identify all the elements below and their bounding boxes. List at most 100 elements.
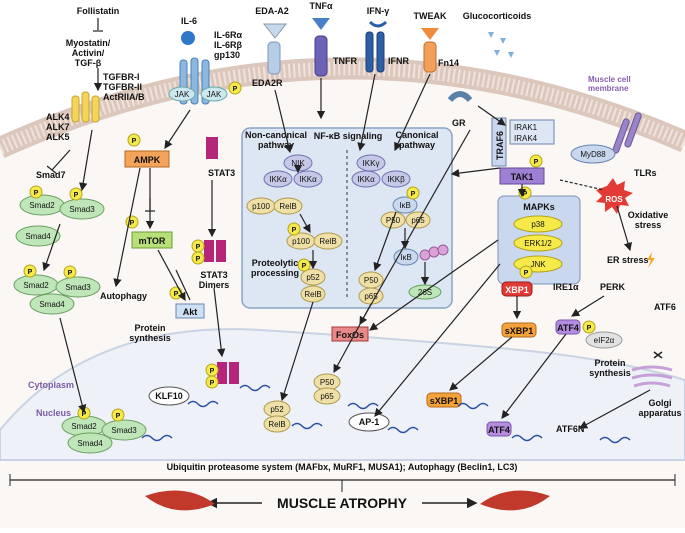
tlr-receptor: [612, 112, 642, 154]
jak1-label: JAK: [175, 90, 190, 99]
smad4-node-1: [15, 225, 61, 247]
phospho-badge-label: P: [233, 86, 238, 93]
ikb-label-1: IκB: [399, 201, 411, 210]
p65-label-3: p65: [320, 392, 334, 401]
fn14-receptor: [423, 41, 437, 73]
tgfbr-receptor: [71, 91, 100, 123]
er-stress-label: ER stress: [607, 255, 649, 265]
eda2r-receptor: [267, 41, 281, 75]
phospho-badges: [23, 81, 596, 422]
phospho-badge-label: P: [523, 191, 528, 198]
erk-node: [513, 234, 563, 252]
smad3-label-1: Smad3: [69, 205, 95, 214]
smad3-node-1: [59, 198, 105, 220]
nfkb-title: NF-κB signaling: [314, 131, 383, 141]
ikka-node-3: [351, 170, 381, 188]
nucleus-area: [0, 328, 685, 461]
jak1-box: [168, 86, 196, 102]
ikkb-label: IKKβ: [387, 175, 405, 184]
tweak-label: TWEAK: [414, 11, 447, 21]
nucleus-label: Nucleus: [36, 408, 71, 418]
ikka-label-3: IKKα: [357, 175, 375, 184]
p50-label-3: P50: [320, 378, 335, 387]
smad4-label-3: Smad4: [77, 439, 103, 448]
il6-label: IL-6: [181, 16, 197, 26]
tnfa-ligand-icon: [312, 18, 330, 30]
jnk-label: JNK: [530, 260, 546, 269]
phospho-badge-label: P: [302, 263, 307, 270]
ubiquitin-chain: [419, 244, 449, 261]
autophagy-label: Autophagy: [100, 291, 147, 301]
sxbp1-box: [501, 322, 537, 338]
bottom-text: Ubiquitin proteasome system (MAFbx, MuRF…: [167, 462, 518, 472]
relb-label-1: RelB: [279, 202, 296, 211]
smad4-node-2: [29, 293, 75, 315]
foxos-box: [331, 326, 369, 342]
tweak-ligand-icon: [421, 28, 439, 40]
irak4-label: IRAK4: [514, 134, 538, 143]
tnfa-label: TNFα: [309, 1, 332, 11]
glucocorticoid-icons: [488, 32, 514, 58]
p52-label-2: p52: [270, 405, 284, 414]
tnfr-receptor: [314, 35, 328, 77]
myd88-node: [570, 144, 616, 164]
atf4-box-1: [555, 319, 581, 335]
myd88-label: MyD88: [580, 150, 606, 159]
ifng-label: IFN-γ: [367, 6, 390, 16]
phospho-badge-label: P: [130, 220, 135, 227]
smad3-label-3: Smad3: [111, 426, 137, 435]
atf4-label-1: ATF4: [557, 323, 579, 333]
stat3-label: STAT3: [208, 168, 235, 178]
muscle-atrophy-label: MUSCLE ATROPHY: [277, 495, 408, 511]
ap1-label: AP-1: [359, 417, 380, 427]
signal-arrows: [42, 68, 651, 429]
akt-label: Akt: [183, 307, 198, 317]
ire1a-label: IRE1α: [553, 282, 579, 292]
p65-node-1: [405, 211, 431, 229]
golgi-icon: [631, 365, 673, 388]
p65-node-3: [313, 387, 341, 405]
phospho-badge-label: P: [174, 291, 179, 298]
phospho-badge-label: P: [411, 191, 416, 198]
proteasome-label: 26S: [418, 288, 432, 297]
smad2-label-1: Smad2: [29, 201, 55, 210]
ifnr-receptor: [365, 31, 385, 73]
jak2-box: [200, 86, 228, 102]
mtor-box: [131, 231, 173, 249]
akt-box: [175, 303, 205, 319]
p38-label: p38: [531, 220, 545, 229]
p38-node: [513, 215, 563, 233]
ampk-box: [124, 150, 170, 168]
smad4-label-1: Smad4: [25, 232, 51, 241]
ikka-node-1: [263, 170, 293, 188]
eda-ligand-icon: [262, 23, 288, 39]
eda-label: EDA-A2: [255, 6, 289, 16]
fn14-label: Fn14: [438, 58, 459, 68]
phospho-badge-label: P: [524, 270, 529, 277]
stat3-dimer-b: [216, 240, 226, 262]
smad7-label: Smad7: [36, 170, 66, 180]
ifng-ligand-icon: [368, 20, 388, 28]
ikkb-node: [381, 170, 411, 188]
ros-burst-icon: [596, 178, 633, 214]
inhibition-lines: [46, 18, 605, 301]
perk-label: PERK: [600, 282, 626, 292]
ampk-label: AMPK: [134, 155, 161, 165]
muscle-icon-left: [145, 490, 215, 511]
irak-box: [509, 119, 555, 145]
smad3-label-2: Smad3: [65, 283, 91, 292]
myostatin-label: Myostatin/Activin/TGF-β: [66, 38, 111, 68]
lightning-icon: [647, 252, 655, 268]
smad3-node-2: [55, 276, 101, 298]
nik-label: NIK: [291, 159, 305, 168]
relb-label-2: RelB: [319, 237, 336, 246]
ikb-label-2: IκB: [400, 253, 412, 262]
sxbp1-box-2: [426, 392, 462, 408]
eif2a-label: eIF2α: [594, 336, 615, 345]
smad2-label-2: Smad2: [23, 281, 49, 290]
